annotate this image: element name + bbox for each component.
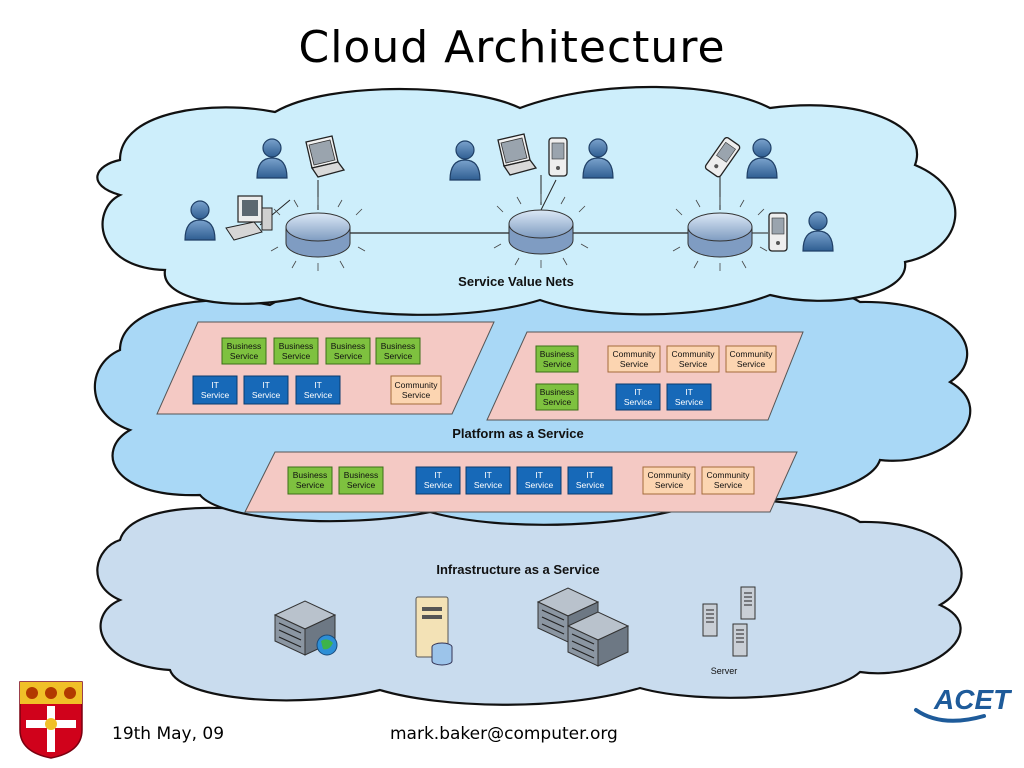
iaas-cloud: [96, 495, 963, 706]
database-server-icon: [415, 596, 453, 666]
paas-layer-label: Platform as a Service: [452, 426, 584, 441]
university-crest-logo: [19, 681, 83, 759]
footer-email[interactable]: mark.baker@computer.org: [390, 724, 618, 744]
svg-text:ACET: ACET: [933, 684, 1012, 715]
desktop-computer-icon: [225, 195, 273, 241]
pda-icon: [548, 137, 568, 177]
web-server-rack-icon: [274, 600, 338, 656]
acet-logo: ACET: [914, 684, 1012, 723]
svn-layer-label: Service Value Nets: [458, 274, 574, 289]
iaas-layer-label: Infrastructure as a Service: [436, 562, 599, 577]
footer-date: 19th May, 09: [112, 724, 225, 744]
slide-title: Cloud Architecture: [298, 22, 726, 73]
server-label: Server: [711, 666, 738, 676]
pda-icon: [768, 212, 788, 252]
svn-network: [184, 133, 834, 272]
